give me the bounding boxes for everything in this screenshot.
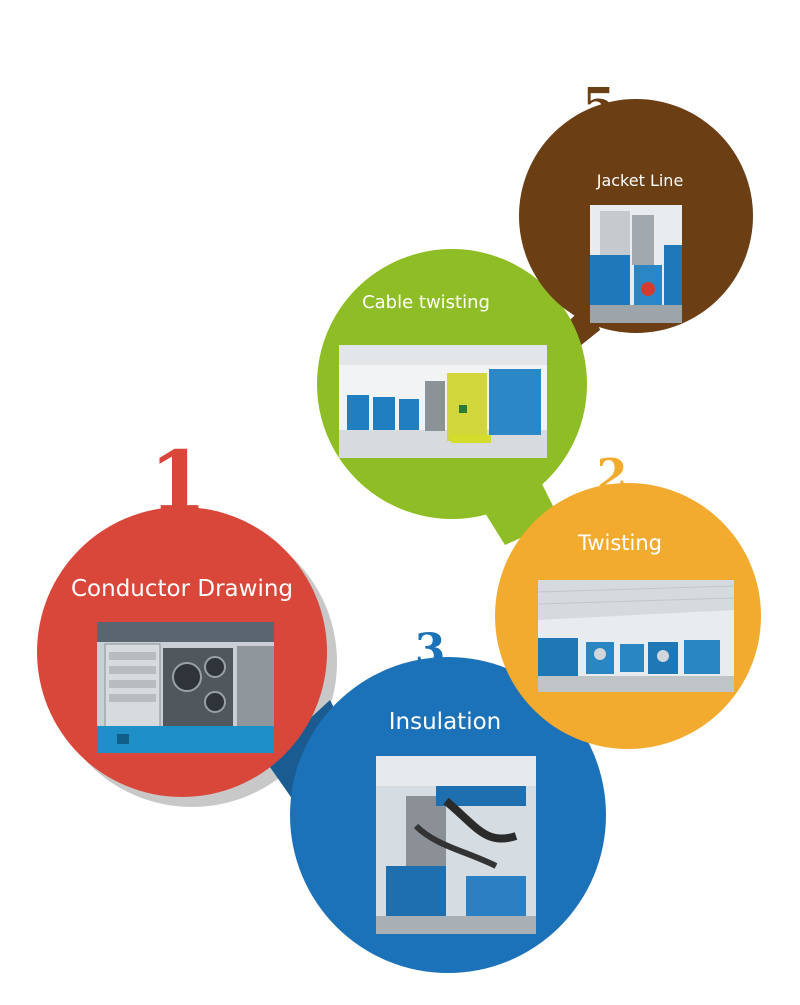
step-number-1: 1 bbox=[149, 434, 206, 530]
conductor-drawing-label: Conductor Drawing bbox=[70, 576, 294, 602]
step-number-2: 2 bbox=[597, 450, 628, 501]
twisting-machines-photo bbox=[538, 580, 734, 692]
twisting-label: Twisting bbox=[577, 531, 662, 555]
step-number-5: 5 bbox=[582, 78, 615, 134]
step-number-3: 3 bbox=[415, 625, 446, 676]
jacket-line-photo bbox=[590, 205, 682, 323]
insulation-label: Insulation bbox=[388, 709, 502, 735]
conductor-drawing-machine-photo bbox=[97, 622, 274, 753]
cable-twisting-label: Cable twisting bbox=[362, 292, 490, 313]
cable-twisting-machine-photo bbox=[339, 345, 547, 458]
jacket-line-label: Jacket Line bbox=[596, 171, 684, 190]
insulation-machine-photo bbox=[376, 756, 536, 934]
